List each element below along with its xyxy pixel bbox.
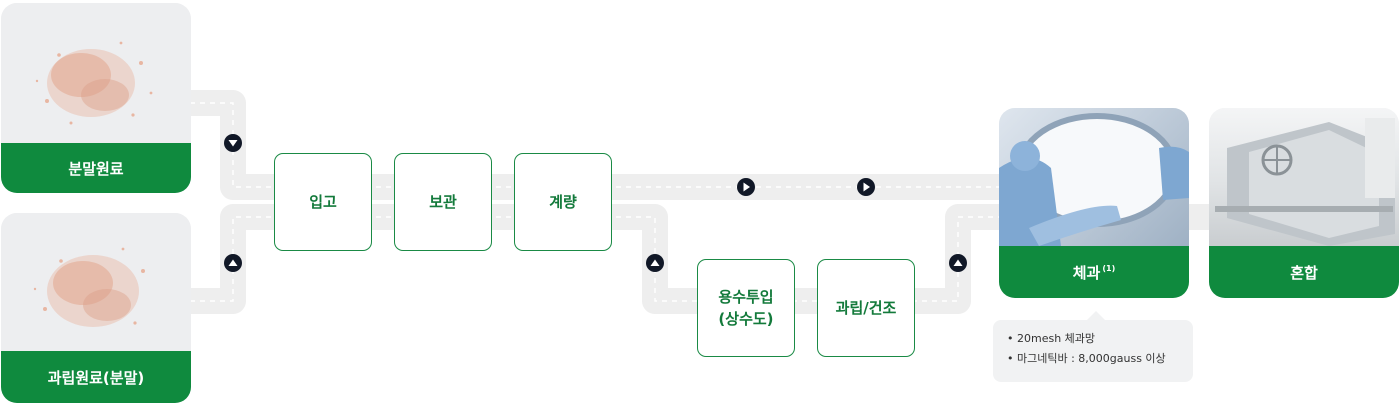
sieving-photo	[999, 108, 1189, 246]
footnote-marker: (1)	[1102, 263, 1116, 273]
note-pointer	[1087, 311, 1105, 320]
step-granulation-drying: 과립/건조	[817, 259, 915, 357]
flow-up-arrow-icon	[646, 254, 664, 272]
output-card-mixing: 혼합	[1209, 108, 1399, 298]
note-line: • 마그네틱바 : 8,000gauss 이상	[1007, 352, 1166, 365]
step-weighing: 계량	[514, 153, 612, 251]
step-receiving: 입고	[274, 153, 372, 251]
output-label: 체과(1)	[999, 246, 1189, 298]
note-line: • 20mesh 체과망	[1007, 332, 1096, 345]
output-card-sieving: 체과(1)	[999, 108, 1189, 298]
flow-down-arrow-icon	[224, 134, 242, 152]
flow-up-arrow-icon	[949, 254, 967, 272]
source-card-powder: 분말원료	[1, 3, 191, 193]
step-water-input: 용수투입 (상수도)	[697, 259, 795, 357]
step-storage: 보관	[394, 153, 492, 251]
granule-photo	[1, 213, 191, 351]
mixing-photo	[1209, 108, 1399, 246]
powder-photo	[1, 3, 191, 143]
output-label: 혼합	[1209, 246, 1399, 298]
source-card-granule: 과립원료(분말)	[1, 213, 191, 403]
source-label: 과립원료(분말)	[1, 351, 191, 403]
flow-right-arrow-icon	[737, 178, 755, 196]
source-label: 분말원료	[1, 143, 191, 193]
flow-up-arrow-icon	[224, 254, 242, 272]
sieving-note: • 20mesh 체과망 • 마그네틱바 : 8,000gauss 이상	[993, 320, 1193, 382]
flow-right-arrow-icon	[857, 178, 875, 196]
